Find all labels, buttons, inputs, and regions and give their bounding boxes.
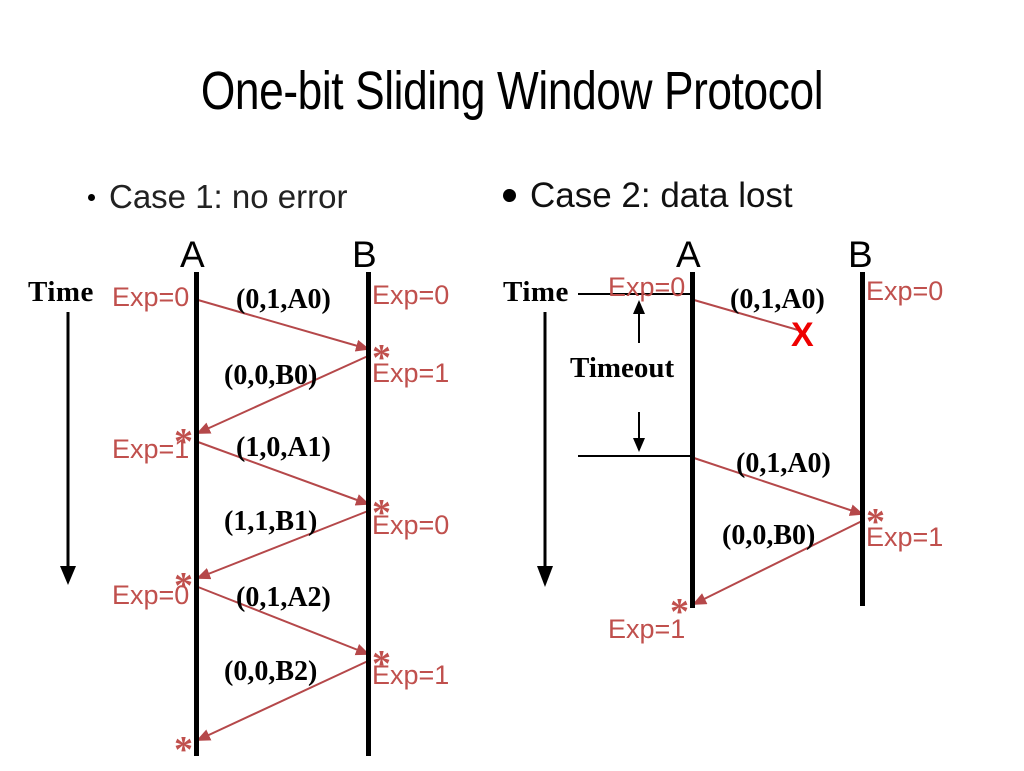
case-1-node-b-label: B [352, 234, 377, 275]
case-1-b-state: Exp=0 [372, 280, 450, 310]
case-2-node-b-label: B [848, 234, 873, 275]
page-title: One-bit Sliding Window Protocol [200, 61, 824, 121]
case-2-packet-label: (0,0,B0) [722, 520, 816, 551]
case-2-a-state: Exp=1 [608, 614, 686, 644]
case-1-heading-text: Case 1: no error [109, 178, 348, 215]
case-1-lifeline-a [194, 272, 199, 756]
case-1-b-state: Exp=0 [372, 510, 450, 540]
case-1-b-state: Exp=1 [372, 660, 450, 690]
case-1-b-asterisk: * [372, 337, 391, 379]
case-2-b-state: Exp=0 [866, 276, 944, 306]
case-2-lifeline-b [860, 272, 865, 606]
case-1-a-state: Exp=1 [112, 434, 190, 464]
case-1-packet-label: (1,1,B1) [224, 506, 318, 537]
case-1-a-asterisk: * [174, 565, 193, 607]
case-2-packet-label: (0,1,A0) [736, 448, 831, 479]
case-1-packet-label: (1,0,A1) [236, 432, 331, 463]
case-1-a-state: Exp=0 [112, 282, 190, 312]
bullet-icon [503, 188, 516, 202]
case-1-node-a-label: A [180, 234, 205, 275]
case-2-packet-label: (0,1,A0) [730, 284, 825, 315]
case-1-lifeline-b [366, 272, 371, 756]
case-2-a-asterisk: * [670, 591, 689, 633]
case-1-packet-label: (0,0,B0) [224, 360, 318, 391]
case-1-packet-label: (0,1,A0) [236, 284, 331, 315]
case-2-heading: Case 2: data lost [503, 176, 793, 216]
case-1-b-state: Exp=1 [372, 358, 450, 388]
case-2-a-state: Exp=0 [608, 272, 686, 302]
case-1-a-asterisk: * [174, 421, 193, 463]
case-1-a-state: Exp=0 [112, 580, 190, 610]
case-1-a-asterisk: * [174, 729, 193, 771]
case-2-node-a-label: A [676, 234, 701, 275]
case-1-time-axis [60, 312, 76, 585]
case-1-packet-label: (0,0,B2) [224, 656, 318, 687]
case-1-b-asterisk: * [372, 643, 391, 685]
case-1-time-label: Time [28, 276, 94, 308]
bullet-icon [88, 193, 95, 201]
case-2-b-asterisk: * [866, 501, 885, 543]
case-2-timeout-label: Timeout [570, 352, 675, 384]
case-2-time-axis [537, 312, 553, 587]
lost-frame-x-icon: X [791, 316, 814, 354]
case-2-b-state: Exp=1 [866, 522, 944, 552]
case-2-time-label: Time [503, 276, 569, 308]
case-1-packet-label: (0,1,A2) [236, 582, 331, 613]
case-1-heading: Case 1: no error [88, 178, 347, 216]
case-1-b-asterisk: * [372, 492, 391, 534]
case-2-heading-text: Case 2: data lost [530, 176, 793, 215]
case-2-lifeline-a [690, 272, 695, 608]
